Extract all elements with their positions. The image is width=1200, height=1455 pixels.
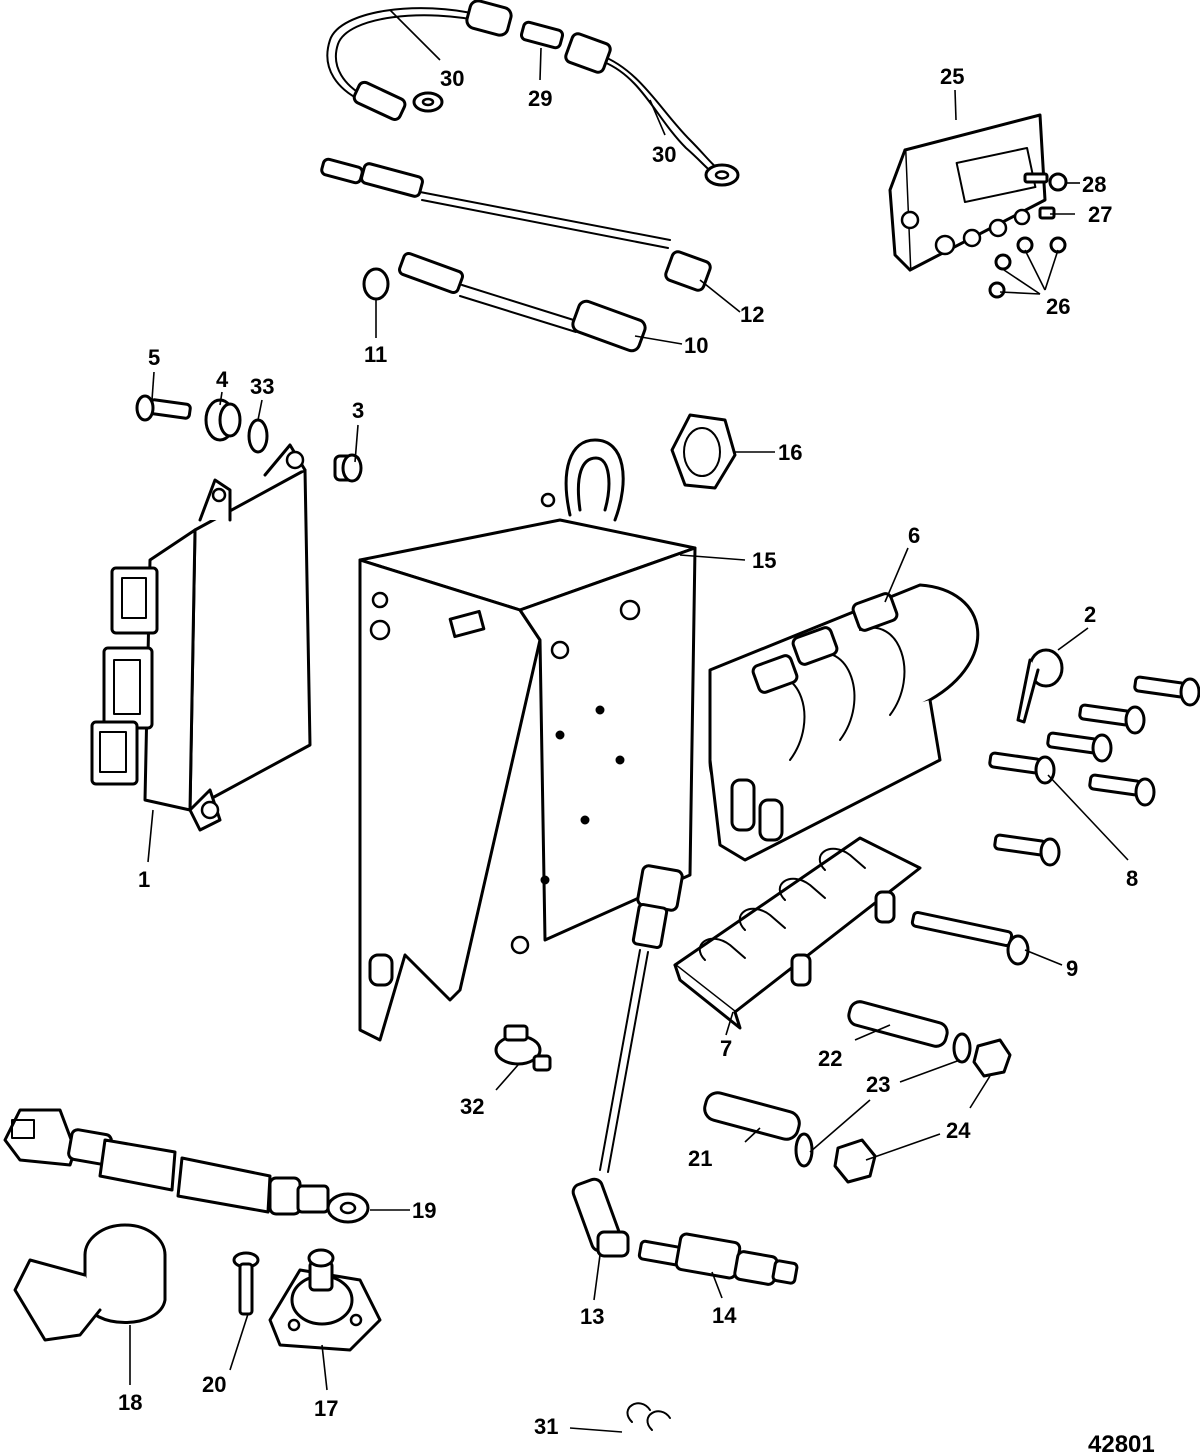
callout-9: 9 [1066, 956, 1078, 981]
callout-7: 7 [720, 1036, 732, 1061]
callout-4: 4 [216, 367, 229, 392]
callout-10: 10 [684, 333, 708, 358]
callout-29: 29 [528, 86, 552, 111]
part-26-nuts [988, 236, 1067, 299]
part-17-sensor [268, 1248, 382, 1352]
callout-17: 17 [314, 1396, 338, 1421]
part-15-bracket [358, 438, 697, 1042]
part-29-fuse [519, 20, 565, 50]
callout-5: 5 [148, 345, 160, 370]
callout-23: 23 [866, 1072, 890, 1097]
part-16-gasket [670, 413, 737, 490]
callout-1: 1 [138, 867, 150, 892]
callout-30-left: 30 [440, 66, 464, 91]
part-9-bolt [910, 911, 1030, 966]
callout-27: 27 [1088, 202, 1112, 227]
part-24-nut [833, 1038, 1012, 1184]
callout-30-right: 30 [652, 142, 676, 167]
part-22-pin [847, 1000, 949, 1048]
part-7-coil-bracket [673, 836, 922, 1030]
part-33-washer [247, 418, 269, 454]
part-10-sensor [398, 251, 647, 353]
callout-31: 31 [534, 1414, 558, 1439]
figure-id: 42801 [1088, 1431, 1155, 1455]
part-12-sensor-cable [320, 157, 712, 292]
callout-18: 18 [118, 1390, 142, 1415]
callout-8: 8 [1126, 866, 1138, 891]
part-6-coil-pack [708, 583, 980, 862]
part-28-screw [1023, 172, 1068, 192]
part-3-spacer [333, 453, 363, 483]
part-32-clamp [494, 1024, 552, 1072]
callout-3: 3 [352, 398, 364, 423]
part-5-bolt [135, 394, 192, 422]
callout-28: 28 [1082, 172, 1106, 197]
callout-6: 6 [908, 523, 920, 548]
part-20-screw [232, 1251, 260, 1316]
part-11-o-ring [362, 267, 390, 301]
callout-19: 19 [412, 1198, 436, 1223]
callout-32: 32 [460, 1094, 484, 1119]
leader-lines [129, 9, 1129, 1433]
part-25-module [888, 113, 1047, 272]
part-4-grommet [204, 398, 242, 442]
callout-13: 13 [580, 1304, 604, 1329]
callout-15: 15 [752, 548, 776, 573]
part-13-plug-wire [571, 864, 684, 1258]
callout-25: 25 [940, 64, 964, 89]
part-18-boot [13, 1223, 167, 1342]
callout-labels: 1 2 3 4 5 6 7 8 9 10 11 12 13 14 15 16 1… [118, 64, 1155, 1455]
callout-20: 20 [202, 1372, 226, 1397]
callout-12: 12 [740, 302, 764, 327]
callout-21: 21 [688, 1146, 712, 1171]
callout-11: 11 [364, 342, 387, 367]
part-14-spark-plug [637, 1232, 799, 1286]
callout-24: 24 [946, 1118, 971, 1143]
callout-26: 26 [1046, 294, 1070, 319]
part-31-clips [626, 1402, 671, 1431]
part-21-pin [703, 1091, 801, 1141]
callout-14: 14 [712, 1303, 737, 1328]
part-19-cable [3, 1108, 370, 1224]
part-27-screw [1038, 206, 1056, 220]
callout-22: 22 [818, 1046, 842, 1071]
callout-16: 16 [778, 440, 802, 465]
callout-33: 33 [250, 374, 274, 399]
part-30-harness [326, 0, 740, 187]
callout-2: 2 [1084, 602, 1096, 627]
part-2-clip [1016, 648, 1064, 724]
part-1-ecm [90, 443, 312, 832]
